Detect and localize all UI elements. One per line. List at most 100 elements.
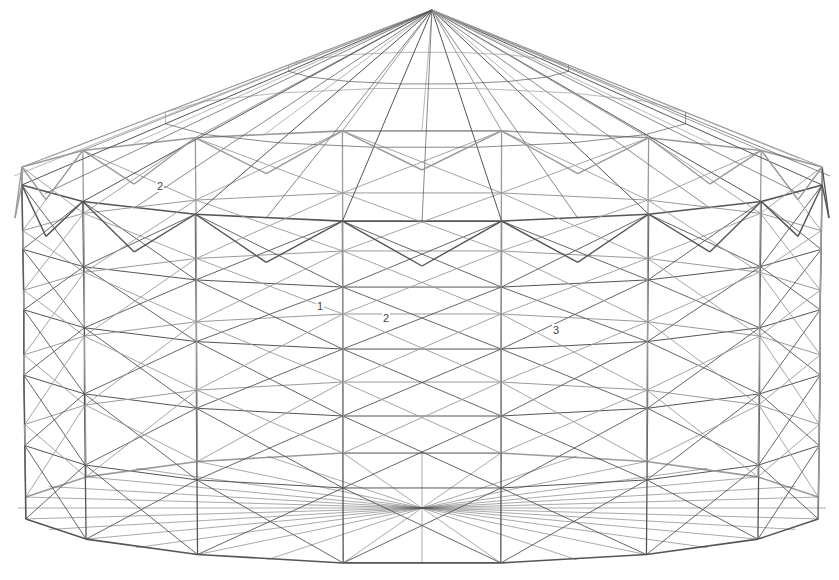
wire-segment	[432, 10, 822, 185]
wire-segment	[23, 231, 85, 273]
wire-segment	[649, 138, 762, 151]
wire-segment	[649, 138, 761, 214]
wire-segment	[343, 349, 501, 350]
wire-segment	[820, 290, 821, 355]
wire-segment	[288, 71, 309, 77]
wire-segment	[196, 200, 343, 251]
wire-segment	[134, 10, 433, 209]
wire-segment	[84, 280, 195, 328]
wire-segment	[22, 185, 83, 202]
wire-segment	[198, 488, 343, 555]
wire-segment	[820, 231, 822, 291]
wire-segment	[26, 465, 85, 519]
wire-segment	[422, 508, 423, 564]
wire-segment	[758, 336, 760, 405]
wire-segment	[422, 10, 432, 222]
wire-segment	[26, 497, 422, 508]
wire-segment	[310, 77, 349, 81]
wire-segment	[46, 202, 83, 237]
wire-segment	[85, 465, 87, 539]
wire-segment	[84, 214, 196, 266]
wire-segment	[18, 508, 422, 509]
wire-segment	[432, 10, 799, 194]
wire-segment	[342, 488, 343, 563]
wire-segment	[342, 314, 343, 382]
wire-segment	[500, 382, 501, 453]
wire-segment	[195, 10, 432, 214]
wire-segment	[760, 375, 821, 394]
wire-segment	[647, 258, 648, 321]
wire-segment	[22, 10, 432, 167]
wire-segment	[760, 150, 762, 213]
wire-segment	[343, 131, 502, 193]
wire-segment	[710, 202, 761, 252]
wire-segment	[401, 83, 457, 84]
wire-segment	[501, 131, 502, 193]
wire-segment	[343, 382, 501, 453]
wire-segment	[134, 138, 195, 184]
wire-segment	[432, 10, 761, 150]
wire-segment	[759, 213, 761, 272]
wire-segment	[136, 468, 422, 508]
wire-segment	[343, 349, 501, 416]
wire-segment	[422, 508, 795, 529]
wire-segment	[422, 221, 502, 266]
wire-segment	[761, 150, 798, 199]
wire-segment	[646, 124, 686, 135]
wire-segment	[349, 52, 400, 54]
wire-segment	[432, 10, 649, 138]
wire-segment	[343, 382, 501, 453]
wire-segment	[646, 322, 648, 390]
wire-segment	[25, 446, 85, 465]
wire-segment	[25, 446, 86, 540]
wire-segment	[648, 202, 761, 280]
wire-segment	[266, 10, 432, 218]
wire-segment	[343, 192, 502, 193]
wire-segment	[14, 10, 432, 176]
wire-segment	[24, 328, 85, 375]
wire-segment	[760, 249, 822, 327]
wire-segment	[646, 390, 648, 461]
wire-segment	[84, 213, 197, 258]
wire-segment	[343, 251, 501, 314]
wire-segment	[197, 314, 343, 390]
wire-segment	[710, 150, 761, 184]
wire-segment	[422, 456, 577, 508]
wire-segment	[759, 405, 818, 497]
wire-segment	[343, 221, 502, 287]
wire-segment	[456, 81, 507, 83]
wire-segment	[501, 280, 648, 349]
wire-segment	[22, 150, 83, 167]
wire-segment	[761, 185, 822, 202]
wire-segment	[343, 287, 502, 349]
wire-segment	[165, 112, 166, 124]
wire-segment	[196, 280, 343, 349]
wire-segment	[422, 508, 646, 555]
wire-segment	[648, 200, 759, 272]
wire-segment	[134, 214, 195, 252]
wire-segment	[22, 185, 46, 236]
wire-segment	[343, 416, 501, 417]
wire-segment	[196, 314, 342, 322]
wire-segment	[165, 101, 205, 112]
wire-segment	[342, 221, 501, 287]
wire-segment	[342, 382, 343, 453]
wire-segment	[195, 138, 197, 200]
callout-number: 3	[552, 324, 560, 336]
wire-segment	[205, 135, 278, 143]
wire-segment	[15, 167, 22, 218]
wire-segment	[24, 290, 85, 336]
wire-segment	[84, 272, 85, 336]
wire-segment	[760, 213, 820, 290]
wire-segment	[798, 185, 822, 236]
wire-segment	[501, 382, 647, 390]
wire-segment	[266, 221, 342, 262]
wire-segment	[196, 408, 343, 488]
wire-segment	[501, 193, 648, 200]
wire-segment	[502, 131, 578, 174]
wire-segment	[422, 477, 758, 508]
wire-segment	[649, 138, 710, 184]
wire-segment	[422, 453, 501, 508]
wire-segment	[84, 272, 196, 322]
wire-segment	[432, 10, 822, 167]
